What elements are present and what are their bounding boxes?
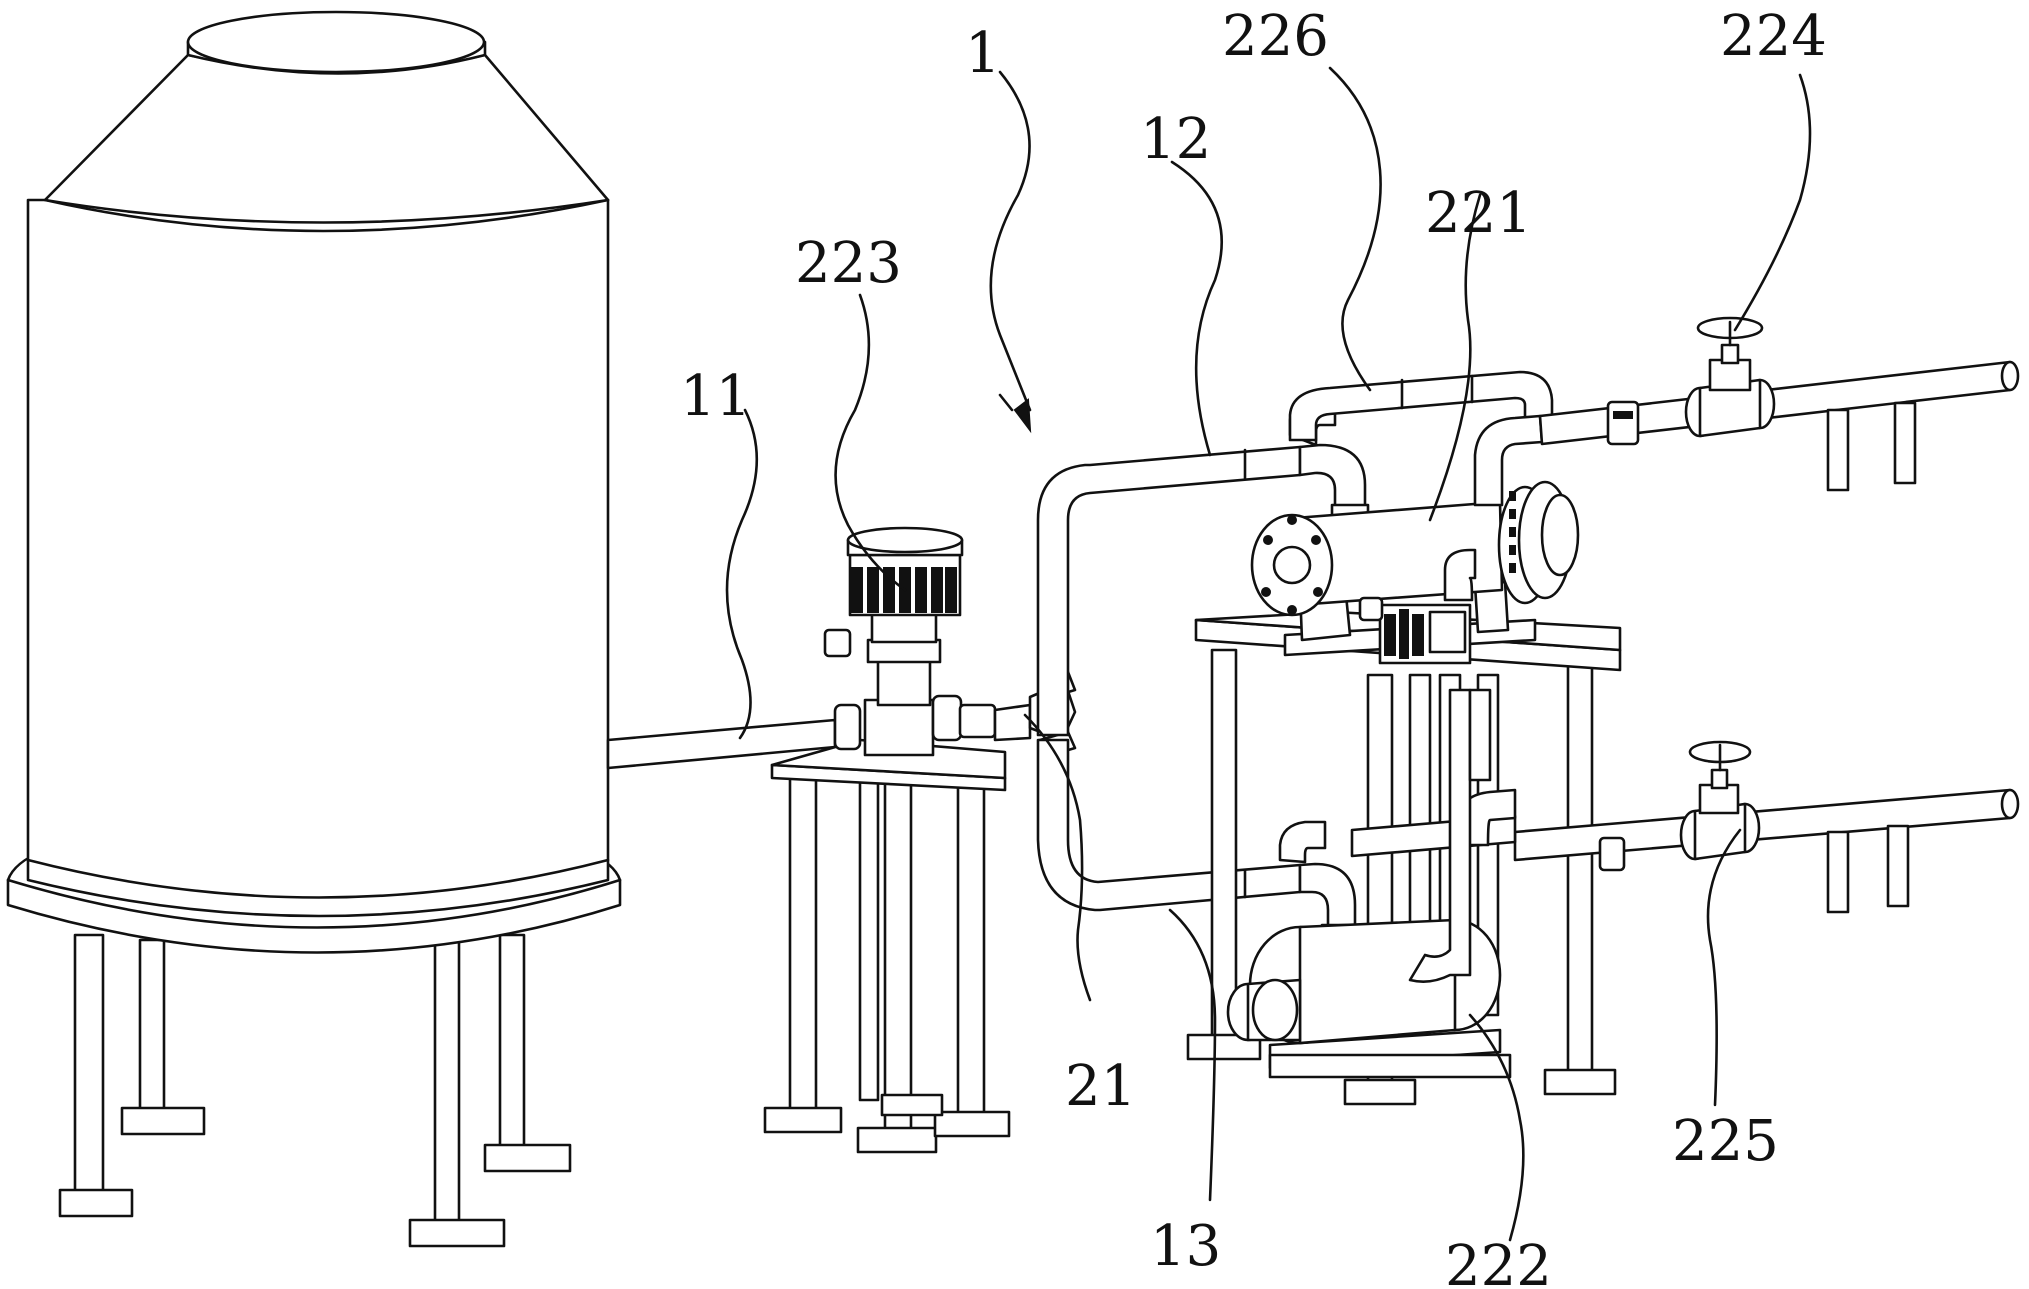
flow-meter — [960, 705, 995, 737]
label-225: 225 — [1672, 1109, 1779, 1174]
reference-labels: 1 11 12 13 21 221 222 223 224 225 226 — [680, 4, 1827, 1289]
label-1: 1 — [965, 21, 1001, 86]
lower-pipe-13 — [1038, 740, 1362, 945]
label-221: 221 — [1425, 181, 1532, 246]
label-11: 11 — [680, 364, 751, 429]
gate-valve-224 — [1686, 318, 1774, 436]
tank-body — [28, 200, 608, 916]
label-13: 13 — [1150, 1214, 1221, 1279]
tank-legs — [60, 935, 570, 1246]
label-222: 222 — [1445, 1234, 1552, 1289]
label-224: 224 — [1720, 4, 1827, 69]
label-226: 226 — [1222, 4, 1329, 69]
upper-line-meter — [1608, 402, 1638, 444]
vertical-pump-223 — [825, 528, 1030, 755]
label-223: 223 — [795, 231, 902, 296]
storage-tank — [8, 12, 620, 1246]
tank-top-hatch — [188, 12, 485, 74]
label-21: 21 — [1065, 1054, 1136, 1119]
gate-valve-225 — [1681, 742, 1759, 859]
label-12: 12 — [1140, 107, 1211, 172]
ejector-221 — [1252, 372, 1578, 663]
pump-stand — [765, 740, 1009, 1152]
arrowhead-1 — [1015, 400, 1030, 430]
upper-discharge-line — [1540, 318, 2018, 490]
tank-roof — [45, 55, 608, 231]
